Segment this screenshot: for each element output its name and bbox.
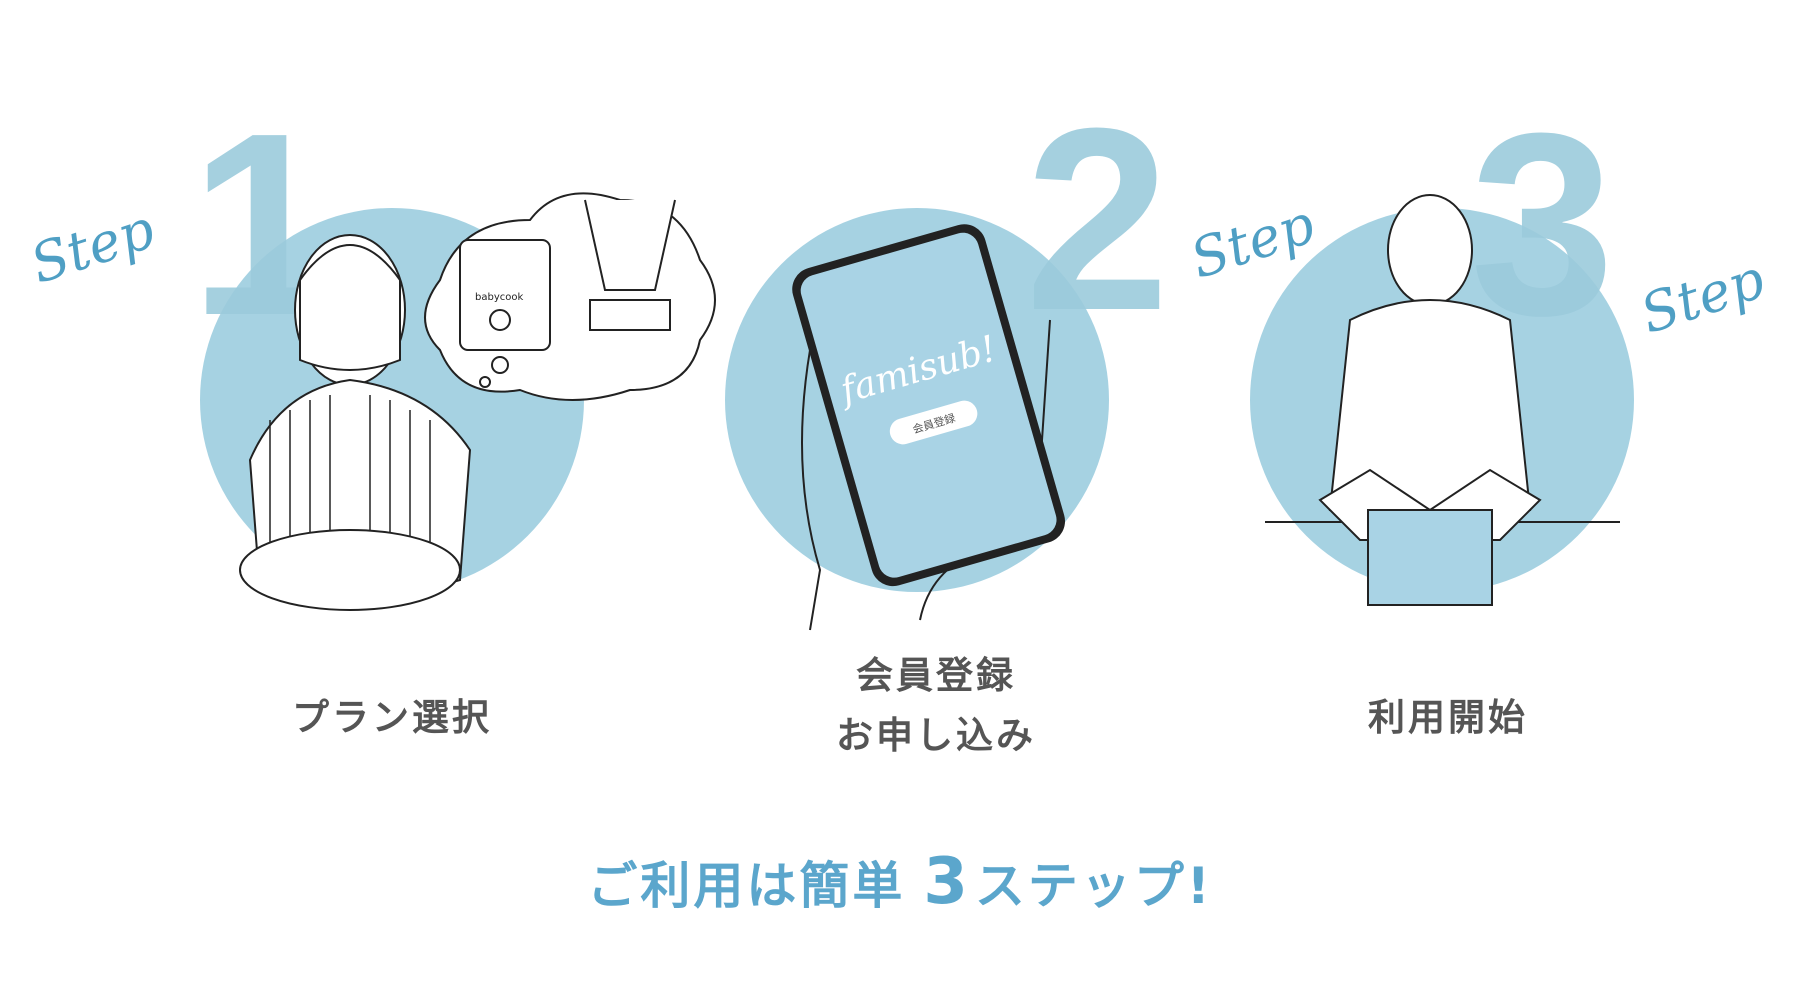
step-3-label: 利用開始: [1368, 696, 1528, 739]
smartphone-illustration: famisub! 会員登録: [792, 224, 1066, 631]
step-2-label-line-2: お申し込み: [836, 714, 1036, 757]
step-2-label-line-1: 会員登録: [856, 654, 1016, 697]
step-1-script: Step: [23, 197, 162, 296]
babycook-text: babycook: [475, 292, 523, 303]
heading-suffix: ステップ!: [974, 857, 1213, 915]
page-heading: ご利用は簡単 3ステップ!: [0, 845, 1800, 919]
heading-prefix: ご利用は簡単: [587, 857, 906, 915]
step-2-label: 会員登録 お申し込み: [736, 646, 1136, 766]
heading-number: 3: [923, 845, 971, 919]
mother-thinking-illustration: babycook: [239, 192, 716, 611]
step-2-number: 2: [1025, 75, 1170, 365]
woman-opening-box-illustration: [1265, 194, 1620, 606]
step-3-script: Step: [1633, 247, 1772, 346]
step-1-label: プラン選択: [292, 696, 492, 739]
step-3-number: 3: [1470, 80, 1615, 370]
